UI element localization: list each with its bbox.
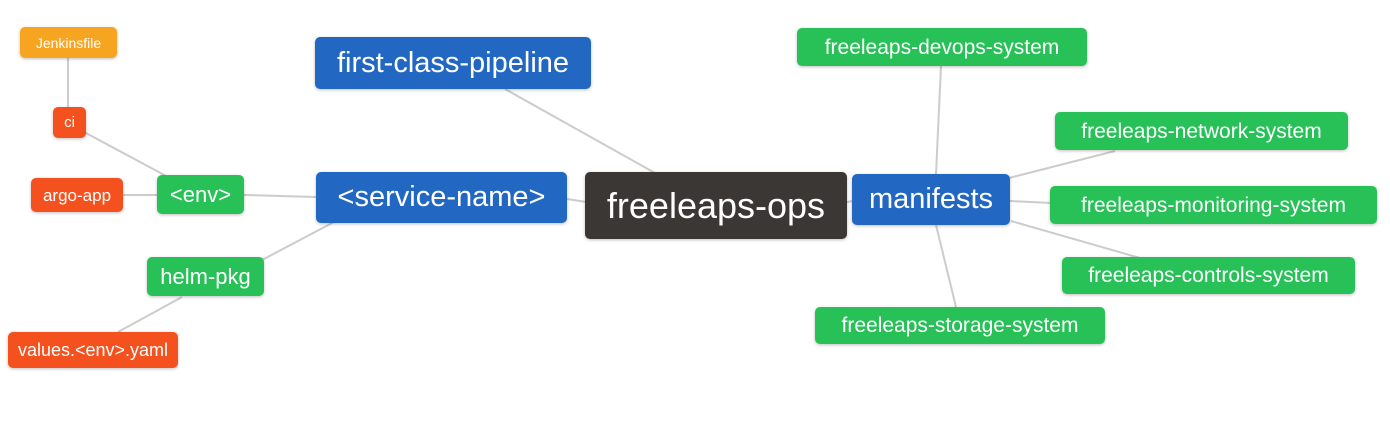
node-argo-app-label: argo-app — [42, 185, 112, 205]
node-env-label: <env> — [169, 181, 232, 207]
node-freeleaps-network-system-label: freeleaps-network-system — [1081, 119, 1322, 143]
node-first-class-pipeline-label: first-class-pipeline — [336, 46, 570, 79]
node-freeleaps-monitoring-system-label: freeleaps-monitoring-system — [1081, 193, 1346, 217]
node-service-name-label: <service-name> — [337, 181, 546, 213]
edge-helm-pkg-values — [117, 296, 183, 333]
node-manifests[interactable]: manifests — [852, 174, 1010, 225]
node-freeleaps-storage-system-label: freeleaps-storage-system — [841, 314, 1079, 337]
edge-manifests-controls — [1010, 220, 1141, 259]
node-freeleaps-storage-system[interactable]: freeleaps-storage-system — [815, 307, 1105, 344]
node-freeleaps-devops-system-label: freeleaps-devops-system — [824, 35, 1060, 59]
edge-ops-service-name — [566, 198, 587, 203]
node-freeleaps-ops[interactable]: freeleaps-ops — [585, 172, 847, 239]
node-helm-pkg[interactable]: helm-pkg — [147, 257, 264, 296]
node-freeleaps-devops-system[interactable]: freeleaps-devops-system — [797, 28, 1087, 66]
edge-manifests-storage — [935, 224, 957, 308]
node-values-env-yaml-label: values.<env>.yaml — [17, 340, 169, 360]
node-argo-app[interactable]: argo-app — [31, 178, 123, 212]
node-values-env-yaml[interactable]: values.<env>.yaml — [8, 332, 178, 368]
node-first-class-pipeline[interactable]: first-class-pipeline — [315, 37, 591, 89]
node-ci[interactable]: ci — [53, 107, 86, 138]
node-jenkinsfile-label: Jenkinsfile — [35, 34, 102, 51]
edge-service-name-helm-pkg — [261, 221, 335, 261]
node-service-name[interactable]: <service-name> — [316, 172, 567, 223]
edge-env-ci — [83, 131, 169, 178]
node-freeleaps-controls-system[interactable]: freeleaps-controls-system — [1062, 257, 1355, 294]
node-manifests-label: manifests — [868, 183, 994, 215]
edge-manifests-monitoring — [1009, 200, 1052, 204]
edge-manifests-devops — [935, 65, 942, 175]
edge-manifests-network — [1008, 150, 1116, 179]
node-helm-pkg-label: helm-pkg — [160, 263, 251, 289]
node-freeleaps-network-system[interactable]: freeleaps-network-system — [1055, 112, 1348, 150]
edge-ops-first-class-pipeline — [504, 88, 656, 174]
node-jenkinsfile[interactable]: Jenkinsfile — [20, 27, 117, 58]
edge-service-name-env — [243, 194, 317, 198]
node-freeleaps-controls-system-label: freeleaps-controls-system — [1088, 264, 1329, 287]
node-ci-label: ci — [64, 114, 75, 131]
node-freeleaps-monitoring-system[interactable]: freeleaps-monitoring-system — [1050, 186, 1377, 224]
node-env[interactable]: <env> — [157, 175, 244, 214]
node-freeleaps-ops-label: freeleaps-ops — [606, 184, 826, 226]
